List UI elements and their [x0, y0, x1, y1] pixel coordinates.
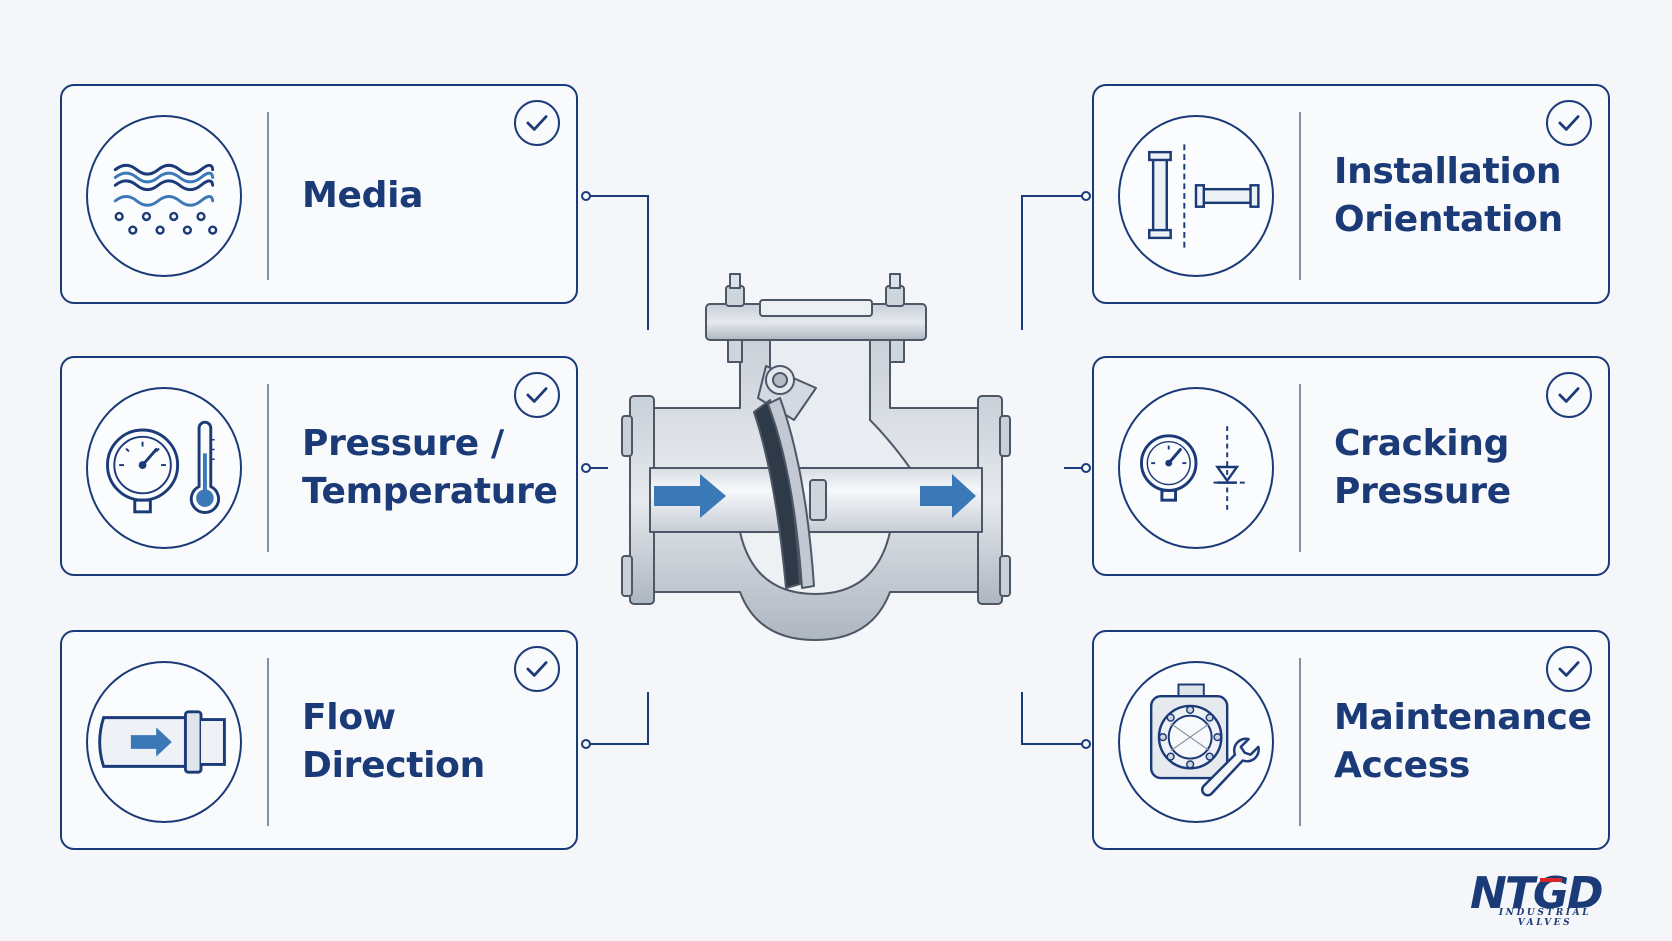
card-label: Pressure /Temperature: [302, 423, 558, 512]
card-divider: [267, 384, 269, 552]
card-divider: [1299, 112, 1301, 280]
swing-check-valve-cutaway-icon: [621, 273, 1011, 641]
card-divider: [1299, 384, 1301, 552]
gauge-valve-symbol-icon: [1118, 387, 1274, 549]
vertical-horizontal-pipe-icon: [1118, 115, 1274, 277]
card-divider: [267, 658, 269, 826]
check-icon: [514, 100, 560, 146]
logo-subtitle: INDUSTRIAL VALVES: [1498, 908, 1592, 928]
card-flow-direction: Flow Direction: [60, 630, 578, 850]
check-icon: [1546, 100, 1592, 146]
check-icon: [1546, 646, 1592, 692]
check-icon: [1546, 372, 1592, 418]
check-icon: [514, 646, 560, 692]
card-divider: [1299, 658, 1301, 826]
valve-wrench-icon: [1118, 661, 1274, 823]
gauge-thermometer-icon: [86, 387, 242, 549]
check-icon: [514, 372, 560, 418]
card-media: Media: [60, 84, 578, 304]
card-label: Media: [302, 175, 424, 216]
card-divider: [267, 112, 269, 280]
pipe-flow-arrow-icon: [86, 661, 242, 823]
card-pressure-temperature: Pressure /Temperature: [60, 356, 578, 576]
flow-arrow-icon: [920, 474, 976, 518]
card-label: Flow Direction: [302, 697, 485, 786]
ntgd-logo: NTGD INDUSTRIAL VALVES: [1470, 868, 1620, 928]
svg-text:NTGD: NTGD: [1470, 868, 1602, 914]
flow-arrow-icon: [654, 474, 726, 518]
waves-particles-icon: [86, 115, 242, 277]
